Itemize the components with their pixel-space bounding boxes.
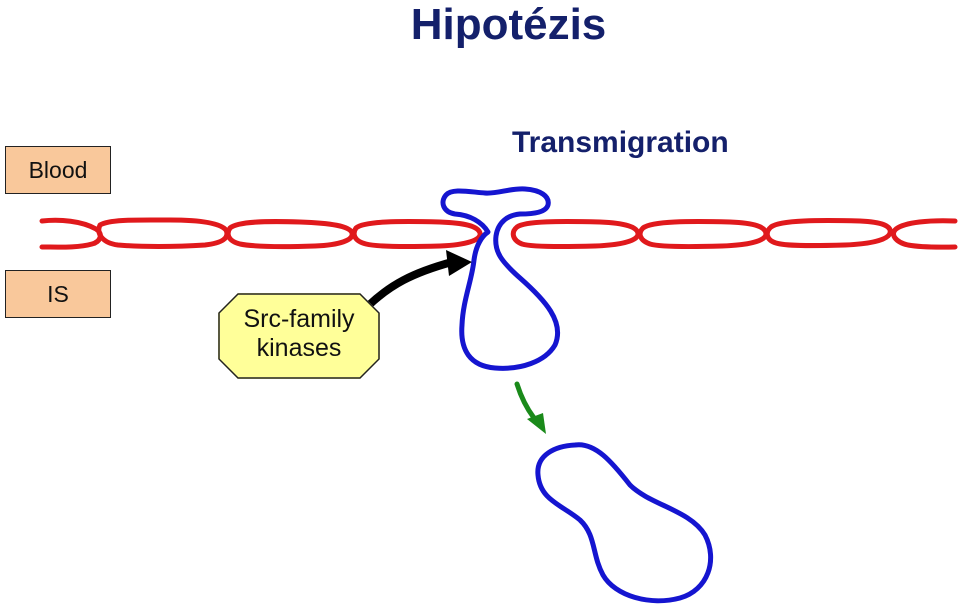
src-kinase-box-border [218,293,380,379]
transmigration-label: Transmigration [512,126,729,159]
endothelial-cell [351,219,483,250]
endothelial-cell [96,217,230,249]
page-title: Hipotézis [410,0,607,49]
src-kinase-line1: Src-family [243,305,355,333]
endothelial-cell [637,219,769,250]
migration-arrow [514,381,546,434]
src-kinase-box [218,293,380,379]
src-kinase-line2: kinases [256,334,342,362]
src-kinase-label: Src-family kinases [218,305,380,363]
endothelial-layer [39,217,958,250]
endothelial-cell [891,218,958,250]
leukocyte-migrated [535,442,714,604]
endothelial-cell [510,219,641,250]
endothelial-cell [225,219,355,250]
activation-arrow [364,250,472,310]
leukocyte-transmigrating [440,186,561,371]
blood-label: Blood [5,146,111,194]
interstitial-label: IS [5,270,111,318]
endothelial-cell [39,217,103,250]
endothelial-cell [764,218,893,249]
